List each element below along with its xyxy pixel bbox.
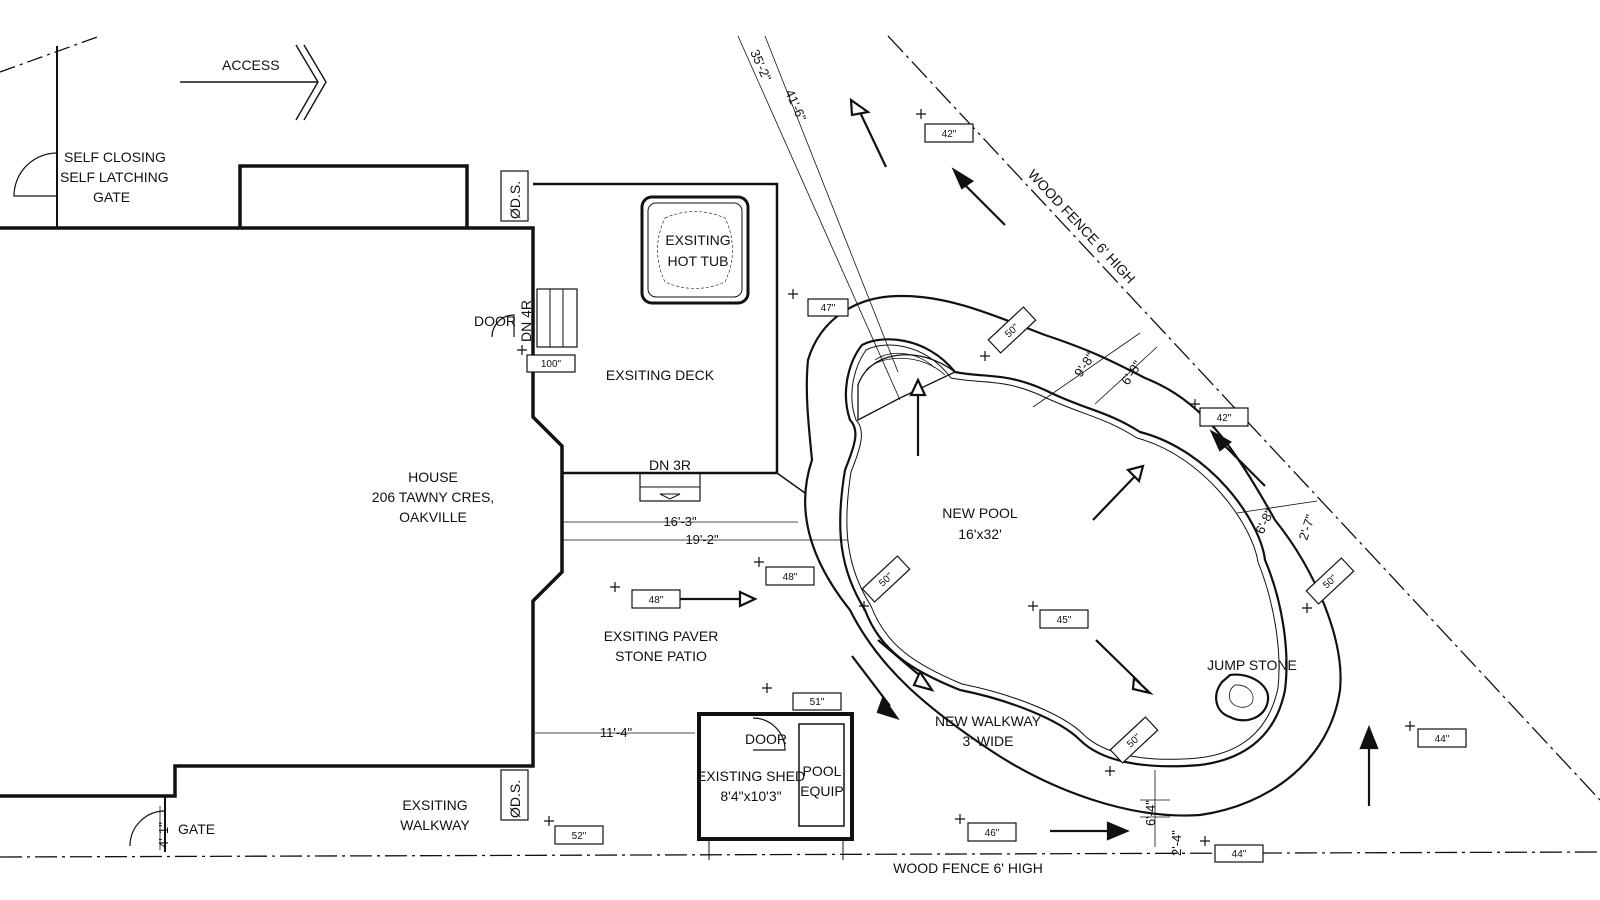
fence-line-bottom <box>0 851 1600 858</box>
setback-line-35 <box>737 35 901 401</box>
setback-line-41 <box>764 35 899 373</box>
elev-47: 47" <box>821 303 836 314</box>
ds-label-top: ØD.S. <box>507 181 523 219</box>
house-label-3: OAKVILLE <box>399 509 467 525</box>
elev-48-b: 48" <box>783 572 798 583</box>
house-label-1: HOUSE <box>408 469 458 485</box>
self-gate-label-1: SELF CLOSING <box>64 149 166 165</box>
access-label: ACCESS <box>222 57 280 73</box>
shed-label-2: 8'4"x10'3" <box>720 788 781 804</box>
self-closing-gate-swing <box>13 152 58 197</box>
elev-42-top: 42" <box>942 129 957 140</box>
house-outline <box>0 226 564 798</box>
ds-box-top <box>500 170 529 222</box>
pool-equip-label-2: EQUIP <box>800 783 844 799</box>
patio-label-1: EXSITING PAVER <box>604 628 719 644</box>
stairs-dn4r <box>536 288 578 348</box>
elev-46: 46" <box>985 828 1000 839</box>
elev-51: 51" <box>810 697 825 708</box>
elev-44-bottom: 44" <box>1232 849 1247 860</box>
existing-deck <box>533 182 806 502</box>
elev-48-patio: 48" <box>649 595 664 606</box>
existing-walkway-label-1: EXSITING <box>402 797 467 813</box>
dim-4-1: 4'-1" <box>156 822 171 848</box>
dim-2-4: 2'-4" <box>1169 830 1184 856</box>
existing-shed <box>697 712 854 860</box>
house-door-label: DOOR <box>474 313 516 329</box>
pool-equip-label-1: POOL <box>803 763 842 779</box>
shed-door-swing <box>752 717 786 751</box>
jump-stone <box>1215 673 1270 722</box>
elev-42-right: 42" <box>1217 413 1232 424</box>
ds-box-bottom <box>500 769 529 821</box>
house-door-swing <box>491 314 515 338</box>
jump-stone-label: JUMP STONE <box>1207 657 1297 673</box>
gate-label: GATE <box>178 821 215 837</box>
side-gate-swing <box>129 810 166 847</box>
dimension-lines <box>159 332 1318 850</box>
downspouts <box>500 170 529 821</box>
new-walkway-label-2: 3' WIDE <box>963 733 1014 749</box>
elev-100: 100" <box>541 359 562 370</box>
shed-door-label: DOOR <box>745 731 787 747</box>
fence-bottom-label: WOOD FENCE 6' HIGH <box>893 860 1043 876</box>
dim-16-3: 16'-3" <box>663 514 697 529</box>
property-lines <box>0 35 1600 858</box>
ds-label-bottom: ØD.S. <box>507 780 523 818</box>
pool-equip-box <box>798 723 845 827</box>
pool-wall-inner <box>846 344 1280 760</box>
house-label-2: 206 TAWNY CRES, <box>372 489 494 505</box>
access-arrow <box>180 44 319 121</box>
patio-label-2: STONE PATIO <box>615 648 707 664</box>
door-swings <box>13 152 786 852</box>
house-bump <box>238 164 469 228</box>
existing-walkway-label-2: WALKWAY <box>400 817 470 833</box>
new-walkway-label-1: NEW WALKWAY <box>935 713 1042 729</box>
self-gate-label-2: SELF LATCHING <box>60 169 169 185</box>
hot-tub-label-1: EXSITING <box>665 232 730 248</box>
hot-tub <box>640 195 750 305</box>
pool <box>804 294 1342 817</box>
deck-label: EXSITING DECK <box>606 367 715 383</box>
elevation-crosses <box>517 109 1415 846</box>
pool-label-1: NEW POOL <box>942 505 1018 521</box>
shed-label-1: EXISTING SHED <box>697 768 805 784</box>
dim-11-4: 11'-4" <box>600 725 633 740</box>
elev-52: 52" <box>572 831 587 842</box>
dn3r-label: DN 3R <box>649 457 691 473</box>
elev-45: 45" <box>1057 615 1072 626</box>
dim-19-2: 19'-2" <box>685 532 719 547</box>
access-arrow-inner <box>303 44 327 121</box>
house <box>0 164 564 798</box>
dim-6-4: 6'-4" <box>1143 800 1158 826</box>
walkway-outer-edge <box>804 294 1342 817</box>
elev-44-right: 44" <box>1435 734 1450 745</box>
self-gate-label-3: GATE <box>93 189 130 205</box>
pool-wall-outer <box>839 338 1288 768</box>
dn4r-label: DN 4R <box>518 300 534 342</box>
elevation-boxes <box>526 123 1467 863</box>
flow-arrows <box>180 44 1379 841</box>
pool-label-2: 16'x32' <box>958 526 1002 542</box>
hot-tub-label-2: HOT TUB <box>668 253 729 269</box>
fence-line-top-left <box>0 35 101 73</box>
